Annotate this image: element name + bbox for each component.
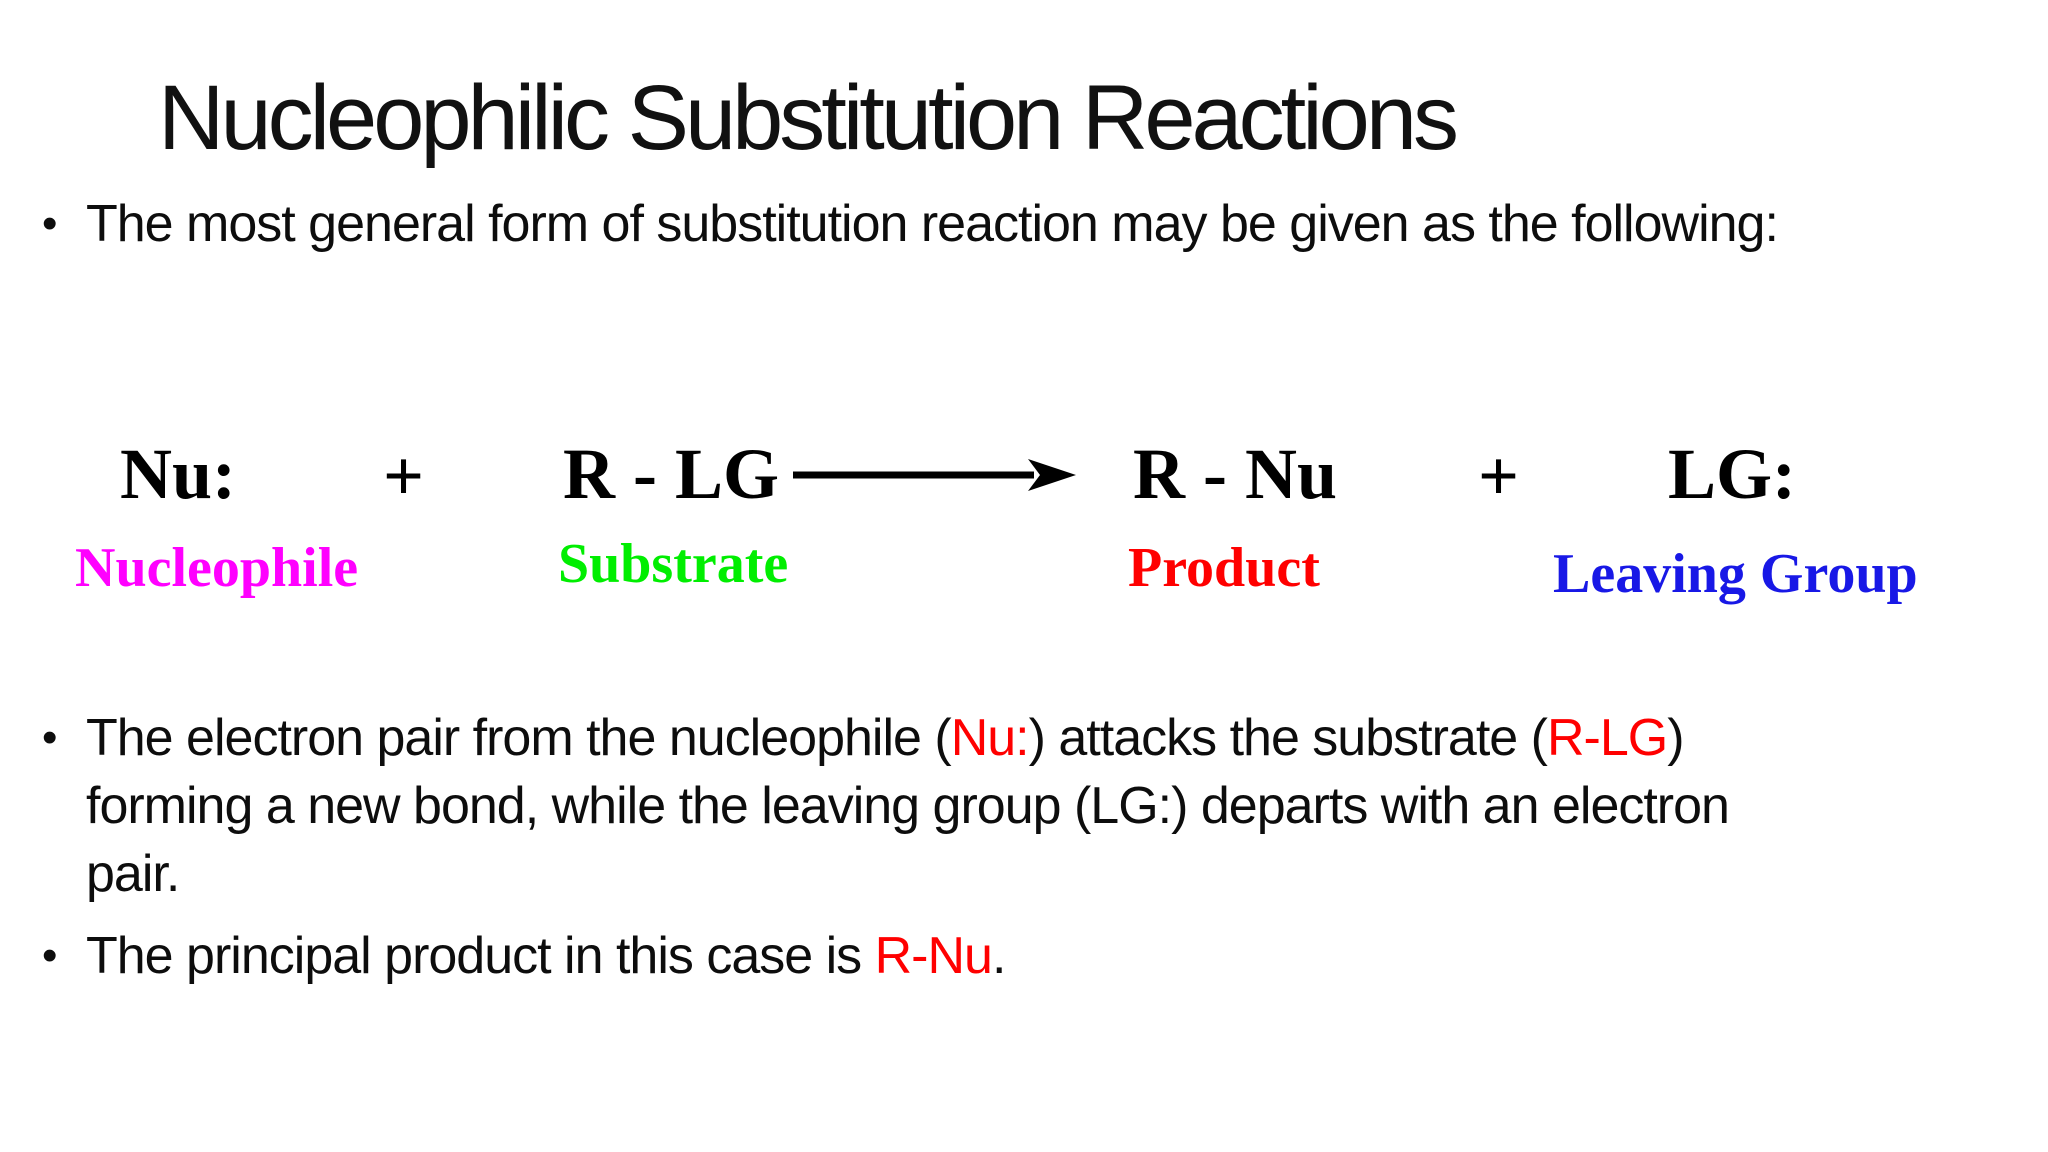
bullet-text: The most general form of substitution re…	[86, 195, 1779, 253]
text-segment: )	[1667, 709, 1684, 767]
bullet-text: The electron pair from the nucleophile (…	[86, 704, 2027, 908]
product-symbol: R - Nu	[1133, 434, 1338, 514]
bullet-item-mechanism: • The electron pair from the nucleophile…	[42, 704, 2027, 908]
text-segment: .	[991, 927, 1006, 985]
nucleophile-inline-highlight: Nu:	[950, 709, 1030, 767]
leaving-group-label: Leaving Group	[1553, 543, 1918, 605]
nucleophile-label: Nucleophile	[75, 537, 359, 599]
text-segment: ) attacks the substrate (	[1028, 709, 1548, 767]
bullet-marker: •	[42, 199, 57, 248]
plus-sign-right: +	[1478, 436, 1520, 516]
nucleophile-symbol: Nu:	[120, 434, 237, 514]
bullet-marker: •	[42, 931, 57, 980]
product-label: Product	[1128, 537, 1320, 599]
product-inline-highlight: R-Nu	[874, 927, 993, 985]
text-segment: The electron pair from the nucleophile (	[86, 709, 952, 767]
substrate-inline-highlight: R-LG	[1546, 709, 1668, 767]
reaction-arrow-icon	[793, 459, 1076, 491]
substrate-label: Substrate	[558, 533, 789, 595]
substrate-symbol: R - LG	[563, 434, 779, 514]
bullet-item-general-form: • The most general form of substitution …	[42, 190, 2027, 258]
slide-title: Nucleophilic Substitution Reactions	[158, 67, 1459, 169]
text-segment: The principal product in this case is	[86, 927, 875, 985]
bullet-item-principal-product: • The principal product in this case is …	[42, 922, 2027, 990]
plus-sign-left: +	[383, 436, 425, 516]
bullet-marker: •	[42, 713, 57, 762]
text-segment: pair.	[86, 845, 180, 903]
text-segment: forming a new bond, while the leaving gr…	[86, 777, 1730, 835]
leaving-group-symbol: LG:	[1668, 434, 1797, 514]
bullet-text: The principal product in this case is R-…	[86, 922, 2027, 990]
